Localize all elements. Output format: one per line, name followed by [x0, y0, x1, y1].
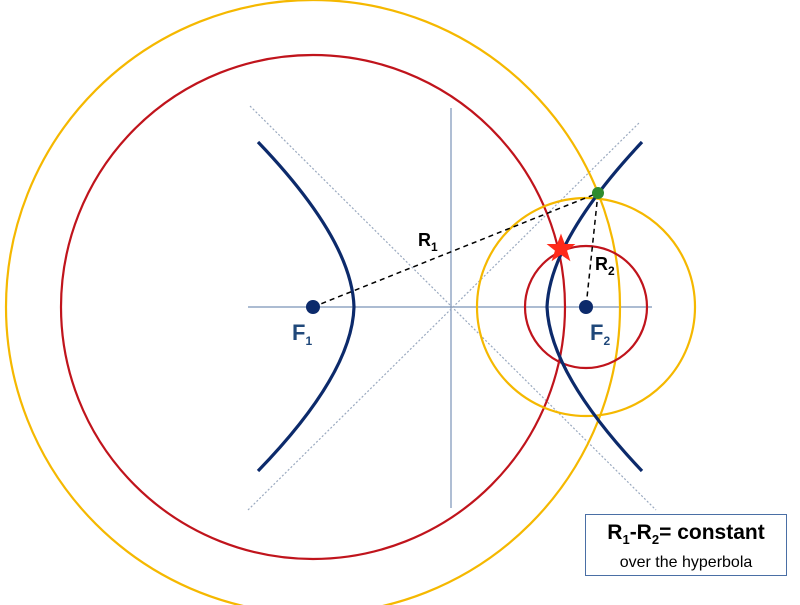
hyperbola-left-branch — [256, 140, 356, 473]
constant-difference-note: R1-R2= constant over the hyperbola — [585, 514, 787, 576]
r2-label: R2 — [595, 254, 615, 278]
focus-2-label: F2 — [590, 320, 610, 348]
r2-segment — [585, 192, 599, 308]
asymptote-positive — [247, 121, 641, 511]
small-yellow-circle — [475, 196, 697, 418]
r1-segment — [312, 192, 599, 308]
hyperbola-right-branch — [545, 140, 644, 473]
large-red-circle — [59, 53, 567, 561]
star-icon — [546, 233, 576, 262]
note-caption: over the hyperbola — [619, 554, 753, 572]
dot-icon — [592, 187, 604, 199]
large-yellow-circle — [4, 0, 622, 605]
small-red-circle — [523, 244, 649, 370]
focus-1-label: F1 — [292, 320, 312, 348]
note-equation: R1-R2= constant — [607, 521, 765, 548]
r1-label: R1 — [418, 230, 438, 254]
focus-1-dot — [306, 300, 320, 314]
focus-2-dot — [579, 300, 593, 314]
